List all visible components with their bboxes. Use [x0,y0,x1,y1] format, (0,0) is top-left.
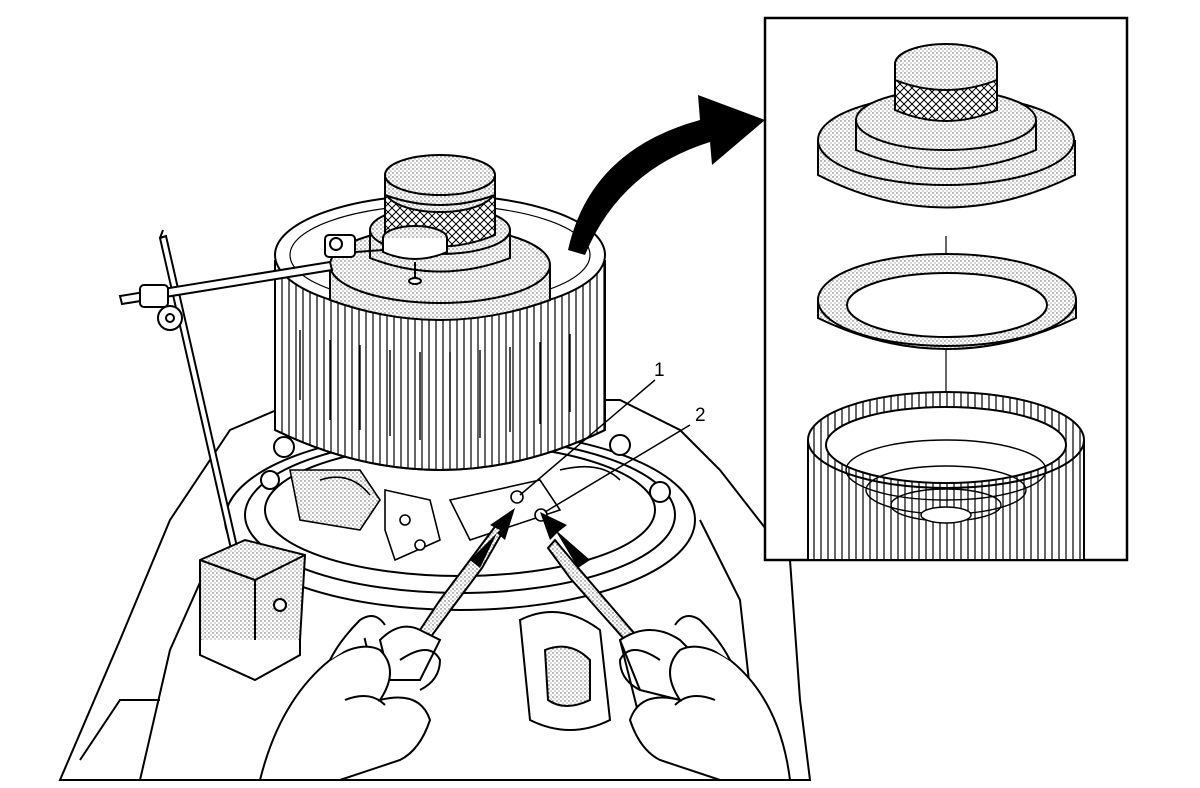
callout-label-1: 1 [654,360,665,381]
internal-components [289,465,621,562]
inset-spacer-ring [817,253,1077,350]
inset-fixture-tool [817,43,1076,209]
magnetic-base-icon [118,229,334,682]
dial-indicator-icon [324,225,448,285]
right-hand [618,615,792,781]
callout-label-2: 2 [695,405,706,426]
inset-clutch-drum [807,391,1085,561]
callout-2: 2 [544,405,706,513]
pointer-arrows [470,508,590,568]
callout-1: 1 [519,360,665,496]
curved-arrow-icon [568,95,765,255]
main-illustration [58,154,812,781]
left-hand [258,615,442,781]
detail-inset [763,16,1129,562]
air-nozzle-icon [378,518,702,702]
